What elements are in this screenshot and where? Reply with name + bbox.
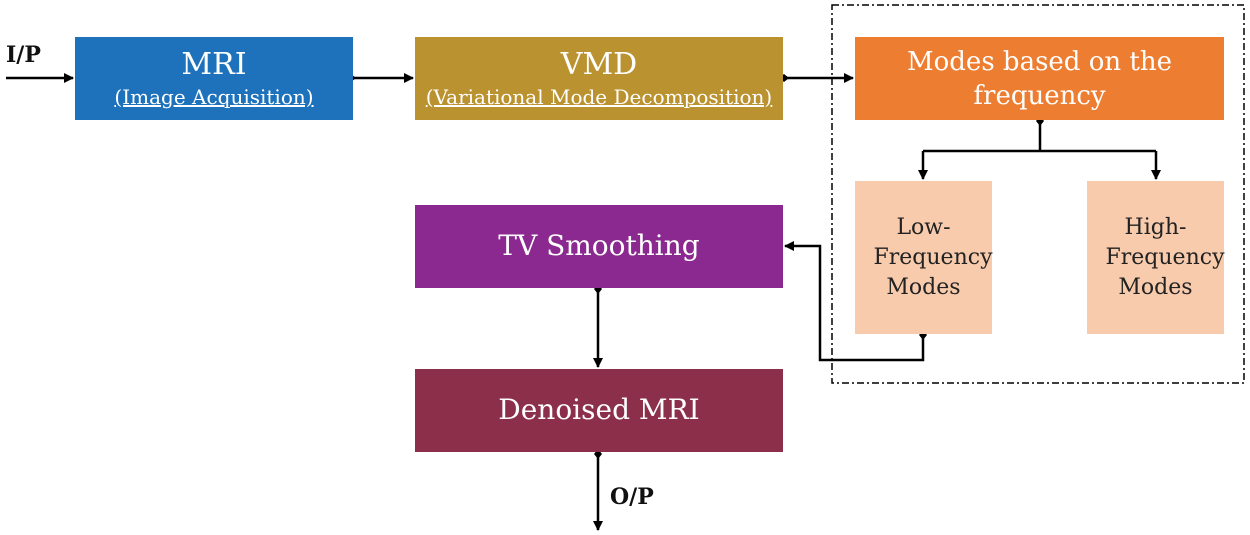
mri-title: MRI xyxy=(181,47,247,83)
tv-smoothing-box: TV Smoothing xyxy=(415,205,783,288)
denoised-mri-box: Denoised MRI xyxy=(415,369,783,452)
modes-split-connector xyxy=(923,120,1156,153)
low-frequency-label: Low-Frequency Modes xyxy=(873,214,993,300)
mri-box: MRI (Image Acquisition) xyxy=(75,37,353,120)
vmd-subtitle: (Variational Mode Decomposition) xyxy=(425,84,773,109)
modes-title: Modes based on the frequency xyxy=(907,46,1172,111)
low-to-tv-arrow xyxy=(784,241,925,362)
denoised-mri-title: Denoised MRI xyxy=(498,393,700,427)
high-frequency-box: High-Frequency Modes xyxy=(1087,181,1225,334)
tv-smoothing-title: TV Smoothing xyxy=(498,229,700,263)
modes-box: Modes based on the frequency xyxy=(855,37,1224,120)
mri-subtitle: (Image Acquisition) xyxy=(114,84,314,109)
low-frequency-box: Low-Frequency Modes xyxy=(855,181,993,334)
output-label: O/P xyxy=(610,484,654,510)
high-frequency-label: High-Frequency Modes xyxy=(1105,214,1225,300)
vmd-title: VMD xyxy=(560,47,638,83)
frequency-group-border xyxy=(831,4,1245,384)
input-label: I/P xyxy=(6,42,41,68)
vmd-box: VMD (Variational Mode Decomposition) xyxy=(415,37,783,120)
